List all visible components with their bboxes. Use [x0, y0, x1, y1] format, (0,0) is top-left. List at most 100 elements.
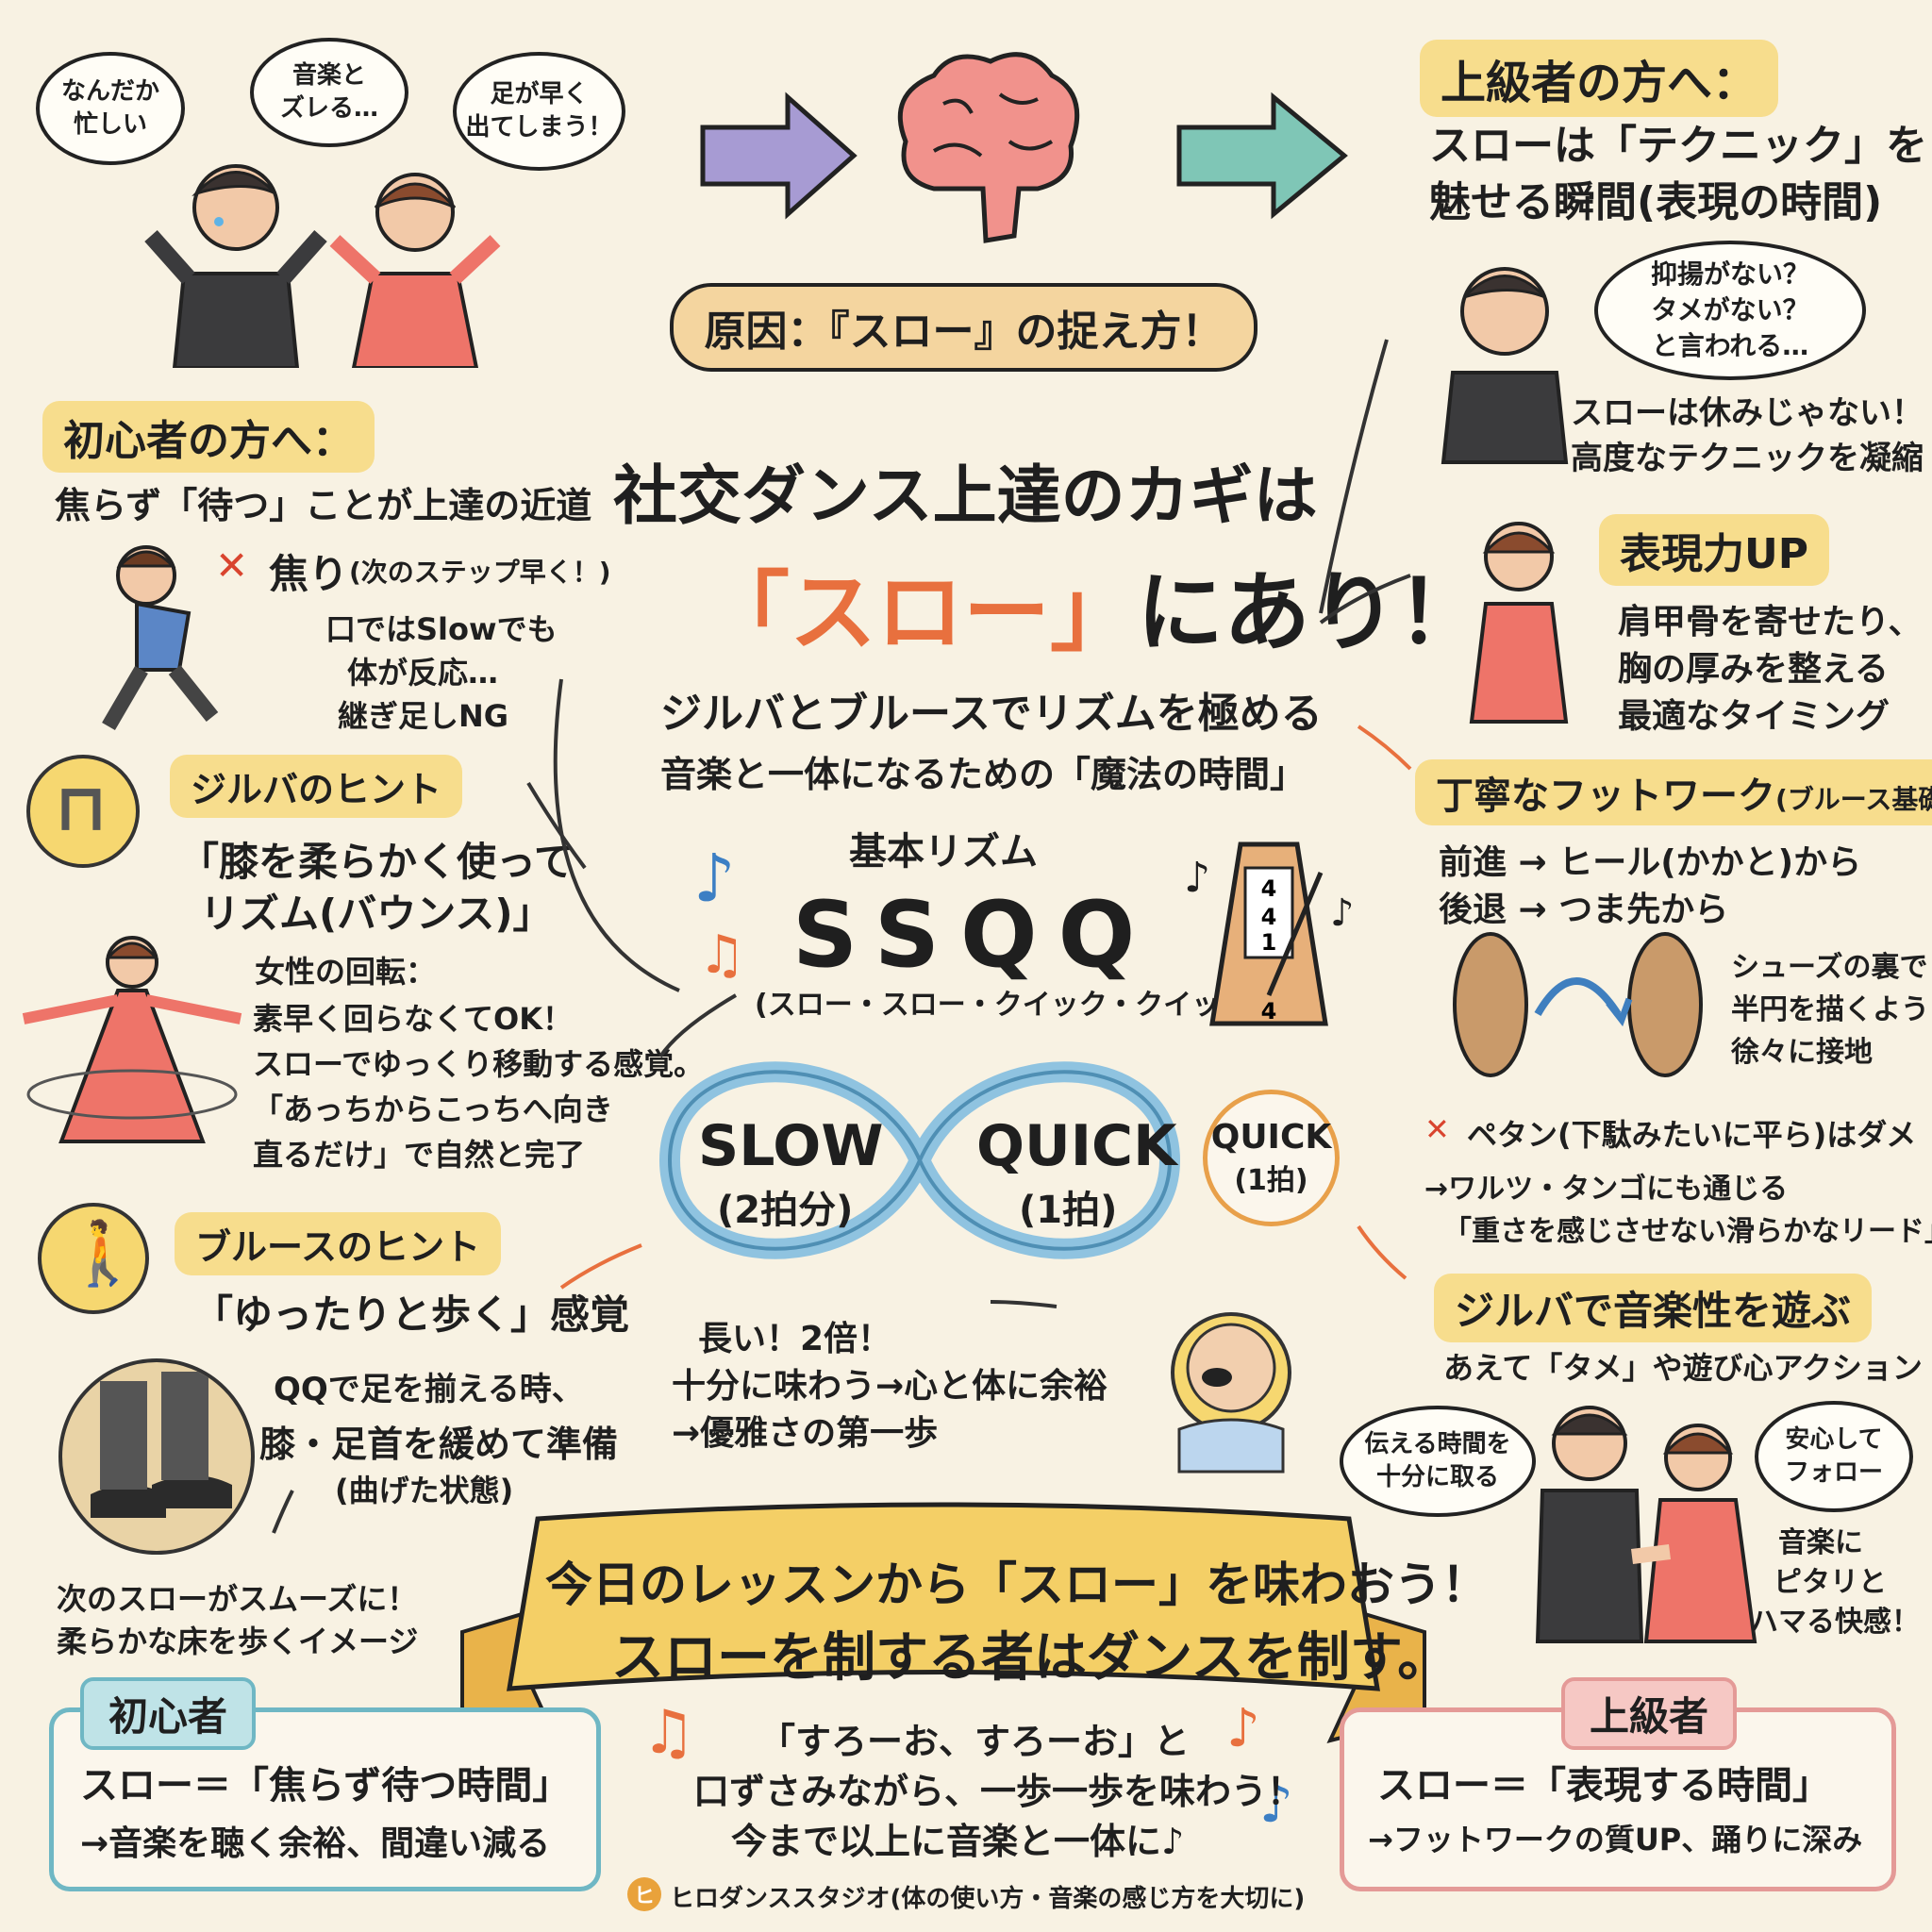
quick-label: QUICK	[976, 1113, 1177, 1179]
expression-text-1: 肩甲骨を寄せたり、	[1618, 603, 1923, 641]
footwork-tag: 丁寧なフットワーク(ブルース基礎)	[1415, 759, 1932, 825]
rhythm-note-3: →優雅さの第一歩	[672, 1414, 939, 1453]
turn-text-5: 直るだけ」で自然と完了	[253, 1137, 586, 1173]
shoe-text-2: 半円を描くように	[1731, 993, 1932, 1026]
jive-music-tag: ジルバで音楽性を遊ぶ	[1434, 1274, 1873, 1342]
beginner-summary-tag-text: 初心者	[108, 1693, 228, 1740]
metronome-icon: 4 4 4 1	[1209, 841, 1328, 1026]
walking-person-icon: 🚶	[64, 1217, 142, 1290]
ribbon-banner	[460, 1502, 1426, 1743]
quick-beats: (1拍)	[1019, 1189, 1118, 1232]
advanced-summary-tag-text: 上級者	[1590, 1693, 1709, 1740]
banner-line2: スローを制する者はダンスを制す。	[611, 1627, 1451, 1689]
worry-answer-2: 高度なテクニックを凝縮	[1571, 440, 1924, 477]
worried-couple-illustration	[144, 164, 501, 368]
ng-detail-2: 体が反応…	[347, 655, 499, 691]
posing-woman-illustration	[1469, 522, 1569, 724]
blues-hint-text: 「ゆったりと歩く」感覚	[193, 1291, 630, 1338]
beginner-summary-1: スロー＝「焦らず待つ時間」	[80, 1764, 571, 1807]
cause-text: 原因：『スロー』の捉え方！	[704, 308, 1224, 356]
advanced-lead-2: 魅せる瞬間(表現の時間)	[1429, 178, 1883, 226]
jive-music-text: あえて「タメ」や遊び心アクション	[1443, 1350, 1923, 1386]
next-text-2: 柔らかな床を歩くイメージ	[57, 1624, 419, 1659]
speech-bubble-offbeat: 音楽とズレる…	[250, 38, 408, 147]
studio-logo: ヒ	[627, 1877, 661, 1911]
ng-rush-note: (次のステップ早く！)	[349, 557, 611, 588]
fit-text-2: ピタリと	[1774, 1566, 1887, 1599]
cause-banner: 原因：『スロー』の捉え方！	[670, 283, 1257, 372]
advanced-summary-1: スロー＝「表現する時間」	[1377, 1764, 1830, 1807]
metronome-num-b: 4	[1261, 904, 1277, 930]
feet-closeup-image	[58, 1358, 255, 1555]
blues-hint-tag: ブルースのヒント	[175, 1212, 502, 1275]
arrow-right-icon	[1176, 92, 1348, 220]
advanced-lead-1: スローは「テクニック」を	[1429, 122, 1927, 170]
main-title-line2: 「スロー」にあり！	[703, 542, 1484, 668]
studio-name: ヒロダンススタジオ(体の使い方・音楽の感じ方を大切に)	[670, 1885, 1306, 1913]
music-note-icon: ♪	[1330, 891, 1355, 935]
rhythm-label: 基本リズム	[849, 830, 1038, 874]
music-note-icon: ♪	[693, 840, 736, 917]
rhythm-code: SSQQ	[792, 882, 1157, 988]
worried-man-illustration	[1441, 267, 1569, 464]
metronome-num-a: 4	[1261, 875, 1277, 902]
metronome-num-c: 1	[1261, 929, 1277, 956]
ng-rush-label: 焦り	[269, 551, 349, 597]
turn-text-2: 素早く回らなくてOK！	[253, 1001, 574, 1037]
speech-bubble-fast: 足が早く出てしまう！	[453, 52, 625, 171]
advanced-summary-2: →フットワークの質UP、踊りに深み	[1368, 1822, 1863, 1857]
jive-hint-line1: 「膝を柔らかく使って	[179, 839, 574, 885]
subtitle-2: 音楽と一体になるための「魔法の時間」	[660, 754, 1307, 795]
footer-center-1: 「すろーお、すろーお」と	[759, 1721, 1191, 1762]
knee-icon	[26, 755, 140, 868]
turn-text-4: 「あっちからこっちへ向き	[253, 1091, 613, 1127]
also-text-1: →ワルツ・タンゴにも通じる	[1424, 1173, 1789, 1206]
slow-label: SLOW	[698, 1113, 884, 1179]
subtitle-1: ジルバとブルースでリズムを極める	[660, 690, 1323, 738]
jive-hint-tag: ジルバのヒント	[170, 755, 463, 818]
advanced-heading: 上級者の方へ：	[1420, 40, 1779, 117]
ng-detail-3: 継ぎ足しNG	[338, 698, 509, 734]
speech-bubble-busy: なんだか忙しい	[36, 52, 185, 165]
music-note-icon: ♪	[1259, 1774, 1293, 1835]
qq-text-3: (曲げた状態)	[335, 1473, 514, 1508]
dancing-couple-illustration	[1535, 1406, 1757, 1643]
foot-forward: 前進 → ヒール(かかと)から	[1439, 843, 1862, 882]
follow-bubble: 安心してフォロー	[1755, 1401, 1913, 1512]
jive-hint-line2: リズム(バウンス)」	[200, 891, 553, 937]
banner-line1: 今日のレッスンから「スロー」を味わおう！	[545, 1557, 1489, 1612]
turn-text-1: 女性の回転：	[255, 954, 437, 990]
advanced-summary-tag: 上級者	[1561, 1677, 1738, 1750]
metronome-4: 4	[1261, 998, 1277, 1024]
lead-bubble: 伝える時間を十分に取る	[1340, 1406, 1536, 1517]
fit-text-3: ハマる快感！	[1750, 1606, 1920, 1639]
expression-text-2: 胸の厚みを整える	[1618, 650, 1889, 689]
quick2-label: QUICK	[1210, 1118, 1332, 1157]
music-note-icon: ♫	[698, 924, 746, 986]
title-rest: にあり！	[1137, 562, 1485, 663]
qq-text-1: QQで足を揃える時、	[274, 1371, 584, 1408]
beginner-lead: 焦らず「待つ」ことが上達の近道	[55, 485, 592, 526]
rhythm-note-1: 長い！2倍！	[698, 1320, 892, 1358]
music-note-icon: ♫	[641, 1698, 696, 1768]
ng-detail-1: 口ではSlowでも	[325, 611, 558, 647]
turn-text-3: スローでゆっくり移動する感覚。	[253, 1046, 705, 1082]
knee-glyph-icon: ⊓	[55, 769, 108, 846]
rhythm-reading: (スロー・スロー・クイック・クイック)	[755, 989, 1261, 1022]
shoe-text-3: 徐々に接地	[1731, 1036, 1873, 1069]
qq-text-2: 膝・足首を緩めて準備	[259, 1424, 619, 1465]
footer-center-2: 口ずさみながら、一歩一歩を味わう！	[693, 1771, 1304, 1812]
next-text-1: 次のスローがスムーズに！	[57, 1581, 418, 1617]
footwork-tag-note: (ブルース基礎)	[1775, 784, 1932, 815]
title-slow-quote: 「スロー」	[703, 562, 1138, 663]
rushing-man-illustration	[102, 545, 219, 731]
ng-x-icon: ✕	[1424, 1111, 1450, 1147]
expression-text-3: 最適なタイミング	[1618, 697, 1890, 736]
turning-woman-illustration	[22, 936, 242, 1143]
beginner-summary-tag: 初心者	[80, 1677, 257, 1750]
music-note-icon: ♪	[1226, 1698, 1260, 1759]
main-title-line1: 社交ダンス上達のカギは	[613, 459, 1318, 534]
quick-circle: QUICK (1拍)	[1203, 1090, 1340, 1226]
also-text-2: 「重さを感じさせない滑らかなリード」	[1443, 1215, 1932, 1248]
